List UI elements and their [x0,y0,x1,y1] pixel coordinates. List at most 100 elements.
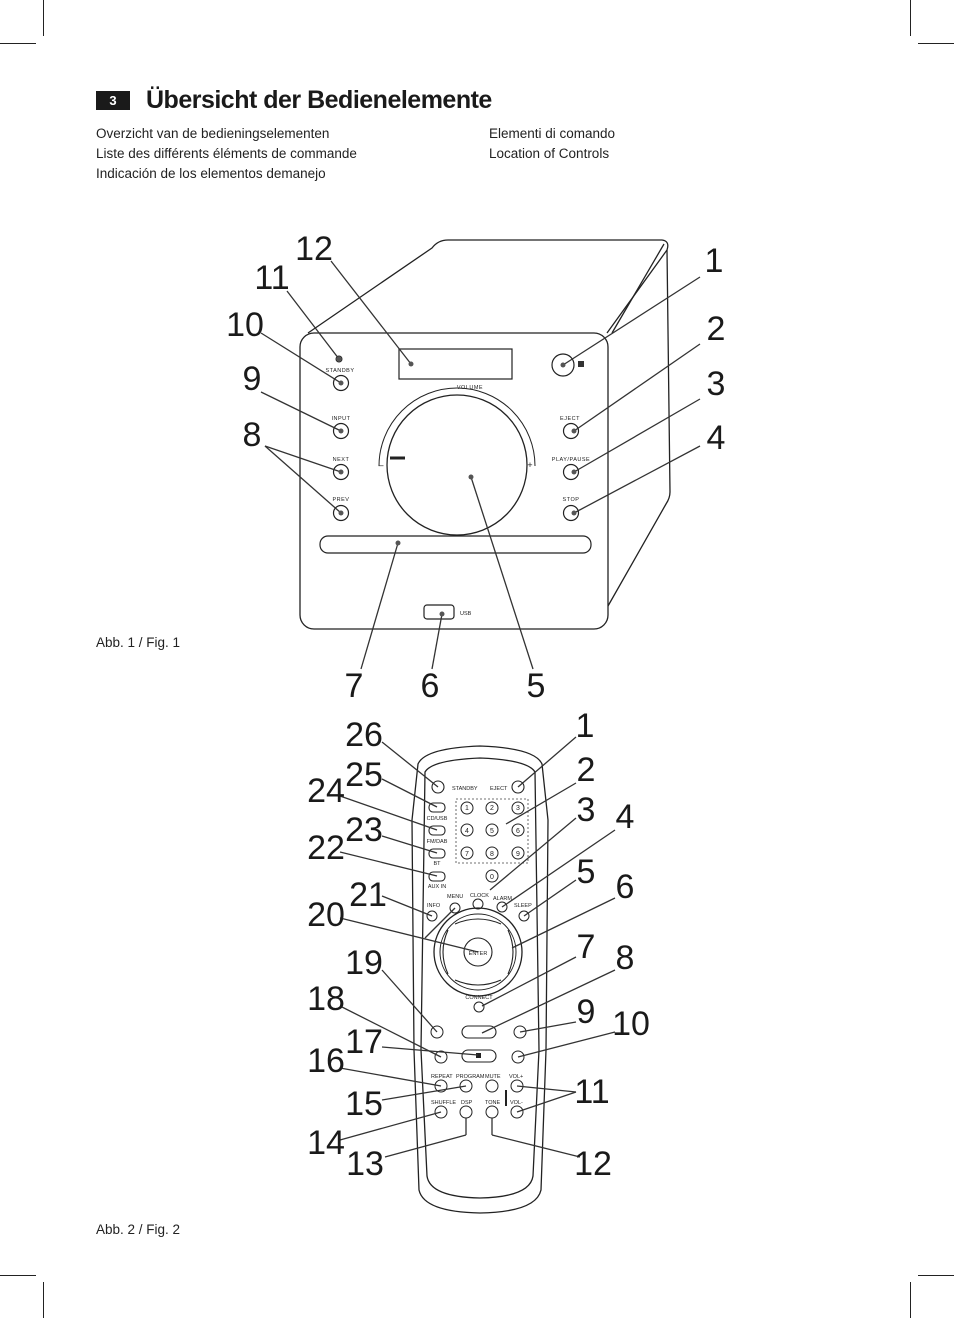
eject-button[interactable] [511,780,525,794]
fig2-callout-6: 6 [616,868,635,906]
fig1-caption: Abb. 1 / Fig. 1 [96,635,181,650]
fig2-callout-20: 20 [307,896,345,934]
fig1-callout-1: 1 [705,242,724,280]
dsp-button[interactable] [459,1105,473,1119]
keypad-frame [455,798,529,864]
prev-label: PREV [333,497,350,503]
fig2-callout-13: 13 [346,1145,384,1183]
eject-button[interactable] [562,422,580,440]
key-1[interactable] [460,801,474,815]
program-label: PROGRAM [456,1074,485,1080]
key-7-label: 7 [465,851,469,858]
program-button[interactable] [459,1079,473,1093]
key-0-label: 0 [490,874,494,881]
fig2-callout-15: 15 [345,1085,383,1123]
fig1-callout-3: 3 [707,365,726,403]
enter-button[interactable] [463,937,493,967]
prev-button[interactable] [332,504,350,522]
plus-label: + [527,460,532,470]
alarm-button[interactable] [496,901,508,913]
aux-in-label: AUX IN [428,884,446,890]
fig1-callout-5: 5 [527,667,546,705]
prev-track-button[interactable] [511,1050,525,1064]
key-0[interactable] [485,869,499,883]
next-track-button[interactable] [513,1025,527,1039]
info-label: INFO [427,903,441,909]
fig2-callout-8: 8 [616,939,635,977]
fig2-callout-25: 25 [345,756,383,794]
vol-minus-button[interactable] [510,1105,524,1119]
key-3-label: 3 [516,805,520,812]
key-1-label: 1 [465,805,469,812]
fig1-callout-4: 4 [707,419,726,457]
cd-usb-button[interactable] [428,802,446,813]
next-label: NEXT [333,457,350,463]
fig1-callout-7: 7 [345,667,364,705]
volume-knob[interactable] [378,387,536,536]
fig2-callout-16: 16 [307,1042,345,1080]
play-pause-button[interactable] [461,1025,497,1039]
stop-button[interactable] [562,504,580,522]
key-3[interactable] [511,801,525,815]
tone-button[interactable] [485,1105,499,1119]
alarm-label: ALARM [493,896,512,902]
bt-label: BT [433,861,441,867]
bt-button[interactable] [428,848,446,859]
key-4[interactable] [460,823,474,837]
standby-button[interactable] [431,780,445,794]
fig2-callout-4: 4 [616,798,635,836]
input-button[interactable] [332,422,350,440]
stop-button[interactable] [461,1049,497,1063]
fig2-callout-1: 1 [576,707,595,745]
key-9[interactable] [511,846,525,860]
crop-mark [43,0,44,36]
key-2[interactable] [485,801,499,815]
repeat-button[interactable] [434,1079,448,1093]
standby-button[interactable] [332,374,350,392]
key-8[interactable] [485,846,499,860]
fig2-callout-9: 9 [577,993,596,1031]
fig1-callout-8: 8 [243,416,262,454]
fig1-callout-9: 9 [243,360,262,398]
subtitle-right: Elementi di comando Location of Controls [489,124,615,164]
fig2-callout-23: 23 [345,811,383,849]
key-6[interactable] [511,823,525,837]
fast-forward-button[interactable] [430,1025,444,1039]
info-button[interactable] [426,910,438,922]
crop-mark [0,1275,36,1276]
usb-port [423,604,455,620]
stop-label: STOP [563,497,580,503]
sleep-button[interactable] [518,910,530,922]
mute-button[interactable] [485,1079,499,1093]
mute-label: MUTE [485,1074,501,1080]
crop-mark [918,1275,954,1276]
menu-button[interactable] [449,902,461,914]
key-7[interactable] [460,846,474,860]
fm-dab-label: FM/DAB [427,839,448,845]
next-button[interactable] [332,463,350,481]
play-pause-button[interactable] [562,463,580,481]
fig2-callout-17: 17 [345,1023,383,1061]
aux-in-button[interactable] [428,871,446,882]
ir-sensor-icon [578,361,584,367]
fm-dab-button[interactable] [428,825,446,836]
fig1-callout-11: 11 [254,259,289,297]
eject-label: EJECT [490,786,508,792]
cd-usb-label: CD/USB [427,816,448,822]
volume-bar-icon [505,1090,507,1106]
remote-sensor [551,353,575,377]
input-label: INPUT [332,416,351,422]
rewind-button[interactable] [434,1050,448,1064]
page-header: 3 Übersicht der Bedienelemente [96,86,492,115]
connect-button[interactable] [473,1001,485,1013]
cd-slot [319,535,592,554]
clock-button[interactable] [472,898,484,910]
navigation-ring[interactable] [433,907,523,997]
display-window [398,348,513,380]
fig2-callout-2: 2 [577,751,596,789]
key-5[interactable] [485,823,499,837]
shuffle-button[interactable] [434,1105,448,1119]
volume-label: VOLUME [457,385,483,391]
clock-label: CLOCK [470,893,489,899]
